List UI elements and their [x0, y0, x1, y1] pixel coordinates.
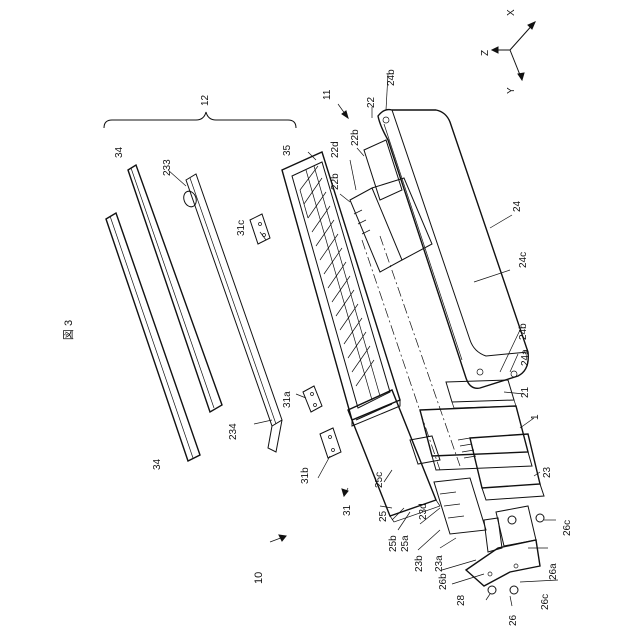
label-26c-bot: 26c	[540, 594, 551, 610]
part-22-end-block	[350, 140, 432, 272]
label-233: 233	[162, 159, 173, 176]
label-28: 28	[456, 594, 467, 606]
label-23a: 23a	[434, 555, 445, 572]
centreline-2	[380, 236, 460, 466]
label-23d: 23d	[418, 503, 429, 520]
label-22d: 22d	[330, 141, 341, 158]
axis-indicator: X Z Y	[480, 9, 535, 94]
label-31c: 31c	[236, 220, 247, 236]
axis-label-z: Z	[480, 50, 491, 56]
label-12: 12	[200, 94, 211, 106]
label-31b: 31b	[300, 467, 311, 484]
label-26a: 26a	[548, 563, 559, 580]
label-34-top: 34	[114, 146, 125, 158]
label-22b-top: 22b	[350, 129, 361, 146]
part-234-rail	[182, 174, 282, 452]
label-22b-mid: 22b	[330, 173, 341, 190]
label-11: 11	[322, 89, 333, 100]
label-24c: 24c	[518, 252, 529, 268]
figure-title: 図 3	[62, 320, 75, 340]
label-26c-top: 26c	[562, 520, 573, 536]
label-25c: 25c	[374, 472, 385, 488]
label-24b-top: 24b	[386, 69, 397, 86]
label-25b: 25b	[388, 535, 399, 552]
label-35: 35	[282, 144, 293, 156]
axis-label-x: X	[506, 9, 517, 16]
group-12-brace	[104, 112, 296, 128]
label-31a: 31a	[282, 391, 293, 408]
axis-label-y: Y	[506, 87, 517, 94]
part-34-lower-plate	[106, 213, 200, 461]
part-26-terminal-plate	[466, 506, 544, 594]
part-35-truss-tray	[282, 152, 400, 426]
label-31: 31	[342, 504, 353, 516]
label-24b-mid: 24b	[518, 323, 529, 340]
label-24: 24	[512, 200, 523, 212]
reference-labels: 12 34 233 35 11 22 24b 22b 22d 22b 24 24…	[114, 69, 573, 626]
label-23: 23	[542, 466, 553, 478]
label-25a: 25a	[400, 535, 411, 552]
part-31b-bracket	[320, 428, 341, 458]
label-26b: 26b	[438, 573, 449, 590]
part-21-spacer	[446, 380, 516, 408]
label-23b: 23b	[414, 555, 425, 572]
label-24a: 24a	[520, 349, 531, 366]
label-10: 10	[253, 572, 265, 584]
part-24-cover	[378, 110, 528, 389]
part-31c-bracket	[250, 214, 270, 244]
label-21: 21	[520, 386, 531, 398]
label-25: 25	[378, 510, 389, 522]
label-1: 1	[530, 414, 541, 420]
centreline-1	[362, 240, 440, 470]
label-34-bot: 34	[152, 458, 163, 470]
label-22: 22	[366, 96, 377, 108]
label-26: 26	[508, 614, 519, 626]
label-234: 234	[228, 423, 239, 440]
part-31a-bracket	[303, 386, 322, 412]
